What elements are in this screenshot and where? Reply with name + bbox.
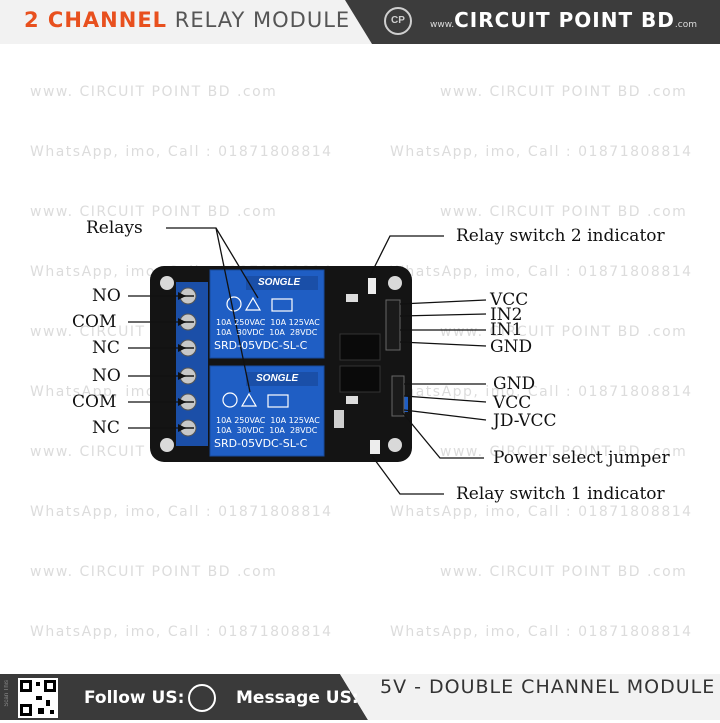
watermark-contact: WhatsApp, imo, Call : 01871808814 — [30, 624, 333, 640]
label-power-select-jumper: Power select jumper — [493, 448, 670, 468]
label-pin-no-1: NO — [92, 286, 121, 306]
message-us-label: Message US: — [236, 688, 359, 708]
page-title: 2 CHANNEL RELAY MODULE — [24, 8, 350, 32]
watermark-contact: WhatsApp, imo, Call : 01871808814 — [390, 264, 693, 280]
follow-us-label: Follow US: — [84, 688, 185, 708]
relay-2-rating-2: 10A 30VDC 10A 28VDC — [216, 328, 318, 337]
pcb-components — [334, 278, 408, 454]
watermark-website: www. CIRCUIT POINT BD .com — [440, 444, 688, 460]
label-pin-in1: IN1 — [490, 320, 523, 340]
brand-title: CIRCUIT POINT BD — [454, 8, 675, 32]
watermark-website: www. CIRCUIT POINT BD .com — [30, 204, 278, 220]
qr-scan-label: Scan This — [4, 680, 10, 707]
header-bar — [0, 0, 720, 44]
relay-1-model: SRD-05VDC-SL-C — [214, 437, 308, 450]
leader-lines — [128, 227, 487, 495]
watermark-contact: WhatsApp, imo, Call : 01871808814 — [390, 384, 693, 400]
watermark-website: www. CIRCUIT POINT BD .com — [440, 204, 688, 220]
chat-icon[interactable] — [188, 684, 216, 712]
label-relay-switch-2-indicator: Relay switch 2 indicator — [456, 226, 665, 246]
label-pin-vcc-2: VCC — [493, 393, 532, 413]
label-pin-gnd: GND — [490, 337, 533, 357]
label-pin-nc-2: NC — [92, 418, 120, 438]
header-pins — [385, 299, 405, 417]
relay-1 — [209, 365, 325, 457]
leader-arrows — [178, 292, 186, 432]
brand-name: www.CIRCUIT POINT BD.com — [430, 8, 697, 32]
watermark-website: www. CIRCUIT POINT BD .com — [30, 84, 278, 100]
footer-title: 5V - DOUBLE CHANNEL MODULE — [380, 676, 716, 698]
label-pin-no-2: NO — [92, 366, 121, 386]
title-part-2: RELAY MODULE — [174, 8, 351, 32]
watermark-contact: WhatsApp, imo, Call : 01871808814 — [30, 144, 333, 160]
watermark-contact: WhatsApp, imo, Call : 01871808814 — [390, 624, 693, 640]
relay-2-model: SRD-05VDC-SL-C — [214, 339, 308, 352]
brand-logo-icon: CP — [384, 7, 412, 35]
label-pin-nc-1: NC — [92, 338, 120, 358]
label-pin-com-2: COM — [72, 392, 117, 412]
qr-code-icon — [18, 678, 58, 718]
relay-1-rating-2: 10A 30VDC 10A 28VDC — [216, 426, 318, 435]
label-relay-switch-1-indicator: Relay switch 1 indicator — [456, 484, 665, 504]
label-pin-vcc: VCC — [490, 290, 529, 310]
label-relays: Relays — [86, 218, 143, 238]
watermark-website: www. CIRCUIT POINT BD .com — [30, 564, 278, 580]
screw-terminal-block — [176, 282, 208, 446]
relay-2-brand: SONGLE — [258, 277, 301, 288]
relay-1-rating-1: 10A 250VAC 10A 125VAC — [216, 416, 320, 425]
watermark-website: www. CIRCUIT POINT BD .com — [440, 324, 688, 340]
title-part-1: 2 CHANNEL — [24, 8, 168, 32]
watermark-contact: WhatsApp, imo, Call : 01871808814 — [30, 504, 333, 520]
watermark-website: www. CIRCUIT POINT BD .com — [440, 564, 688, 580]
watermark-website: www. CIRCUIT POINT BD .com — [440, 84, 688, 100]
relay-1-brand: SONGLE — [256, 373, 299, 384]
brand-prefix: www. — [430, 20, 455, 30]
label-pin-in2: IN2 — [490, 305, 523, 325]
label-pin-gnd-2: GND — [493, 374, 536, 394]
watermark-contact: WhatsApp, imo, Call : 01871808814 — [390, 144, 693, 160]
relay-2-rating-1: 10A 250VAC 10A 125VAC — [216, 318, 320, 327]
label-pin-com-1: COM — [72, 312, 117, 332]
footer-bar — [0, 674, 720, 720]
label-pin-jd-vcc: JD-VCC — [493, 411, 557, 431]
watermark-contact: WhatsApp, imo, Call : 01871808814 — [390, 504, 693, 520]
brand-suffix: .com — [674, 20, 697, 30]
relay-2 — [209, 269, 325, 359]
